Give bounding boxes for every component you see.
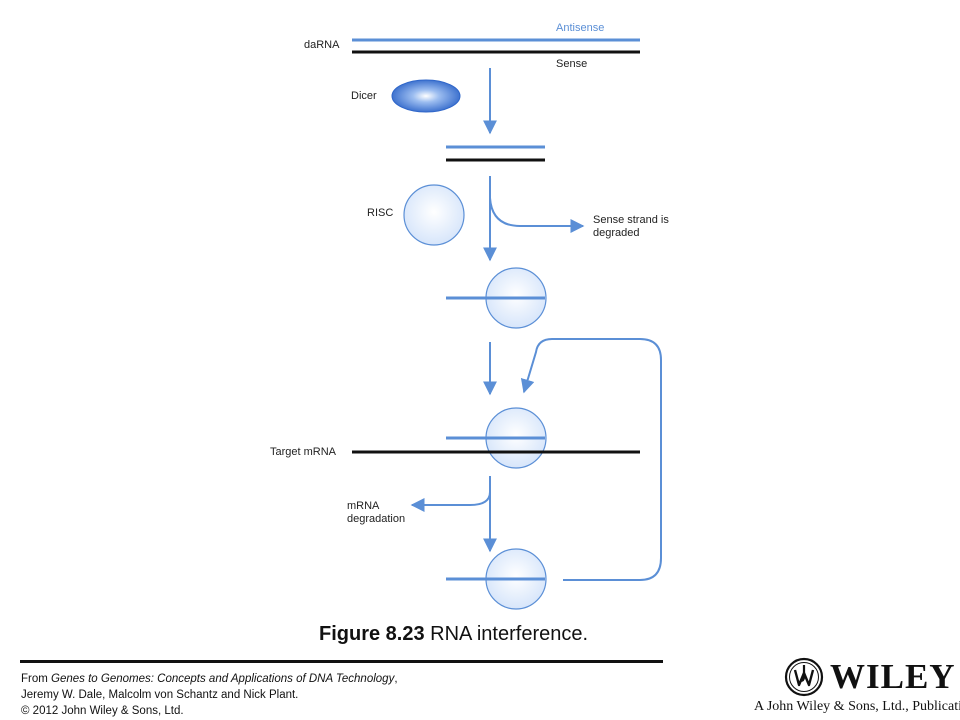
- wiley-wordmark: WILEY: [830, 657, 956, 696]
- source-line-3: © 2012 John Wiley & Sons, Ltd.: [21, 705, 184, 717]
- wiley-logo: WILEY A John Wiley & Sons, Ltd., Publica…: [754, 657, 960, 719]
- source-suffix: ,: [394, 673, 398, 685]
- label-darna: daRNA: [304, 39, 340, 51]
- recycle-loop-arrow: [520, 338, 662, 581]
- wiley-publisher-line: A John Wiley & Sons, Ltd., Publication: [754, 699, 960, 714]
- jw-seal-icon: [784, 657, 824, 697]
- label-sense-degraded-line1: Sense strand is: [593, 214, 669, 226]
- arrow-sense-degraded: [489, 197, 585, 233]
- source-prefix: From: [21, 673, 52, 685]
- figure-title: RNA interference.: [430, 623, 589, 645]
- label-mrna-degradation-line2: degradation: [347, 513, 406, 525]
- label-target-mrna: Target mRNA: [270, 446, 337, 458]
- label-antisense: Antisense: [556, 22, 605, 34]
- label-sense: Sense: [556, 58, 588, 70]
- source-citation: From Genes to Genomes: Concepts and Appl…: [21, 671, 398, 719]
- label-dicer: Dicer: [351, 90, 377, 102]
- source-line-2: Jeremy W. Dale, Malcolm von Schantz and …: [21, 689, 299, 701]
- arrow-mrna-degradation: [410, 476, 491, 512]
- figure-number: Figure 8.23: [319, 623, 425, 645]
- book-title: Genes to Genomes: Concepts and Applicati…: [51, 673, 395, 685]
- divider-rule: [20, 660, 663, 663]
- label-mrna-degradation-line1: mRNA: [347, 500, 380, 512]
- figure-caption: Figure 8.23 RNA interference.: [319, 623, 588, 646]
- risc-complex: [403, 184, 465, 246]
- label-risc: RISC: [367, 207, 394, 219]
- source-line-1: From Genes to Genomes: Concepts and Appl…: [21, 671, 398, 687]
- label-sense-degraded-line2: degraded: [593, 227, 640, 239]
- dicer-enzyme: [391, 79, 461, 113]
